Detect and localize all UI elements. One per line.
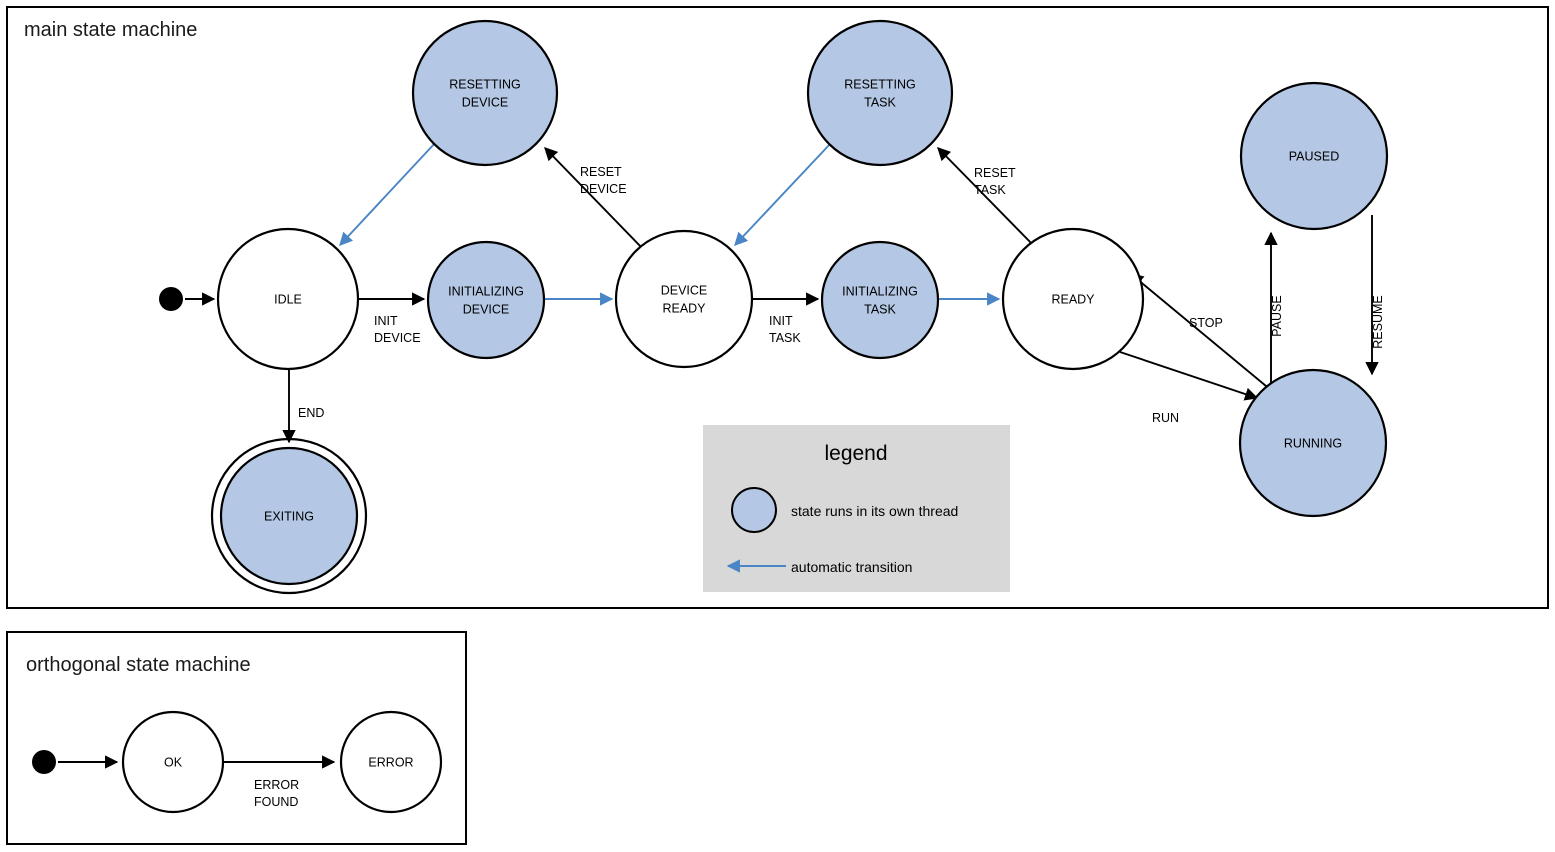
state-initializing-task-circle[interactable] xyxy=(820,240,940,360)
state-ready-label: READY xyxy=(1051,293,1095,307)
transition-idle-to-exiting[interactable]: END xyxy=(282,370,324,444)
state-ok-circle[interactable] xyxy=(121,710,225,814)
state-running-circle[interactable] xyxy=(1238,368,1388,518)
transition-dev-ready-to-resetting-device-line[interactable] xyxy=(544,147,645,251)
legend-item-auto-transition-label: automatic transition xyxy=(791,559,912,575)
transition-ready-to-running-label: RUN xyxy=(1152,411,1179,425)
legend-item-thread-state-label: state runs in its own thread xyxy=(791,503,958,519)
state-error-circle[interactable] xyxy=(339,710,443,814)
transition-ready-to-running-line[interactable] xyxy=(1119,351,1259,401)
state-node-ok[interactable]: OK xyxy=(121,710,225,814)
transition-running-to-paused-label: PAUSE xyxy=(1270,295,1284,336)
transition-resetting-task-to-ready[interactable] xyxy=(734,142,832,246)
frame-main-title: main state machine xyxy=(24,19,197,41)
state-idle-label: IDLE xyxy=(274,293,302,307)
transition-running-to-ready-label: STOP xyxy=(1189,316,1223,330)
state-paused-circle[interactable] xyxy=(1239,81,1389,231)
start-node-main-start xyxy=(159,287,183,311)
initial-state-dot-icon xyxy=(159,287,183,311)
state-node-idle[interactable]: IDLE xyxy=(216,227,360,371)
state-ready-circle[interactable] xyxy=(1001,227,1145,371)
transition-idle-to-exiting-label: END xyxy=(298,406,324,420)
start-node-orthogonal-start xyxy=(32,750,56,774)
transition-resetting-device-to-idle[interactable] xyxy=(339,141,437,246)
state-node-error[interactable]: ERROR xyxy=(339,710,443,814)
legend-title: legend xyxy=(824,442,887,465)
state-idle-circle[interactable] xyxy=(216,227,360,371)
state-node-running[interactable]: RUNNING xyxy=(1238,368,1388,518)
transition-paused-to-running-label: RESUME xyxy=(1371,295,1385,348)
transition-running-to-ready-line[interactable] xyxy=(1129,273,1267,387)
initial-state-dot-icon xyxy=(32,750,56,774)
state-node-ready[interactable]: READY xyxy=(1001,227,1145,371)
transition-resetting-task-to-ready-line[interactable] xyxy=(734,142,832,246)
state-node-paused[interactable]: PAUSED xyxy=(1239,81,1389,231)
state-running-label: RUNNING xyxy=(1284,437,1342,451)
legend-thread-state-swatch xyxy=(731,487,777,533)
legend-layer: legend state runs in its own thread automa… xyxy=(703,425,1010,592)
frame-orthogonal-title: orthogonal state machine xyxy=(26,654,251,676)
state-initializing-device-circle[interactable] xyxy=(426,240,546,360)
state-exiting-label: EXITING xyxy=(264,510,314,524)
state-exiting-final-ring xyxy=(210,437,368,595)
transition-ready-to-running[interactable]: RUN xyxy=(1119,351,1259,425)
state-resetting-task-circle[interactable] xyxy=(806,19,954,167)
state-node-exiting[interactable]: EXITING xyxy=(210,437,368,595)
state-device-ready-circle[interactable] xyxy=(614,229,754,369)
state-exiting-circle[interactable] xyxy=(219,446,359,586)
state-resetting-device-circle[interactable] xyxy=(411,19,559,167)
legend: legend state runs in its own thread automa… xyxy=(703,425,1010,592)
state-error-label: ERROR xyxy=(368,756,413,770)
transition-resetting-device-to-idle-line[interactable] xyxy=(339,141,437,246)
transition-running-to-ready[interactable]: STOP xyxy=(1129,273,1267,387)
transition-ready-to-resetting-task-line[interactable] xyxy=(937,147,1037,249)
state-ok-label: OK xyxy=(164,756,183,770)
state-paused-label: PAUSED xyxy=(1289,150,1339,164)
transition-paused-to-running[interactable]: RESUME xyxy=(1365,215,1385,376)
transition-running-to-paused[interactable]: PAUSE xyxy=(1264,231,1284,395)
